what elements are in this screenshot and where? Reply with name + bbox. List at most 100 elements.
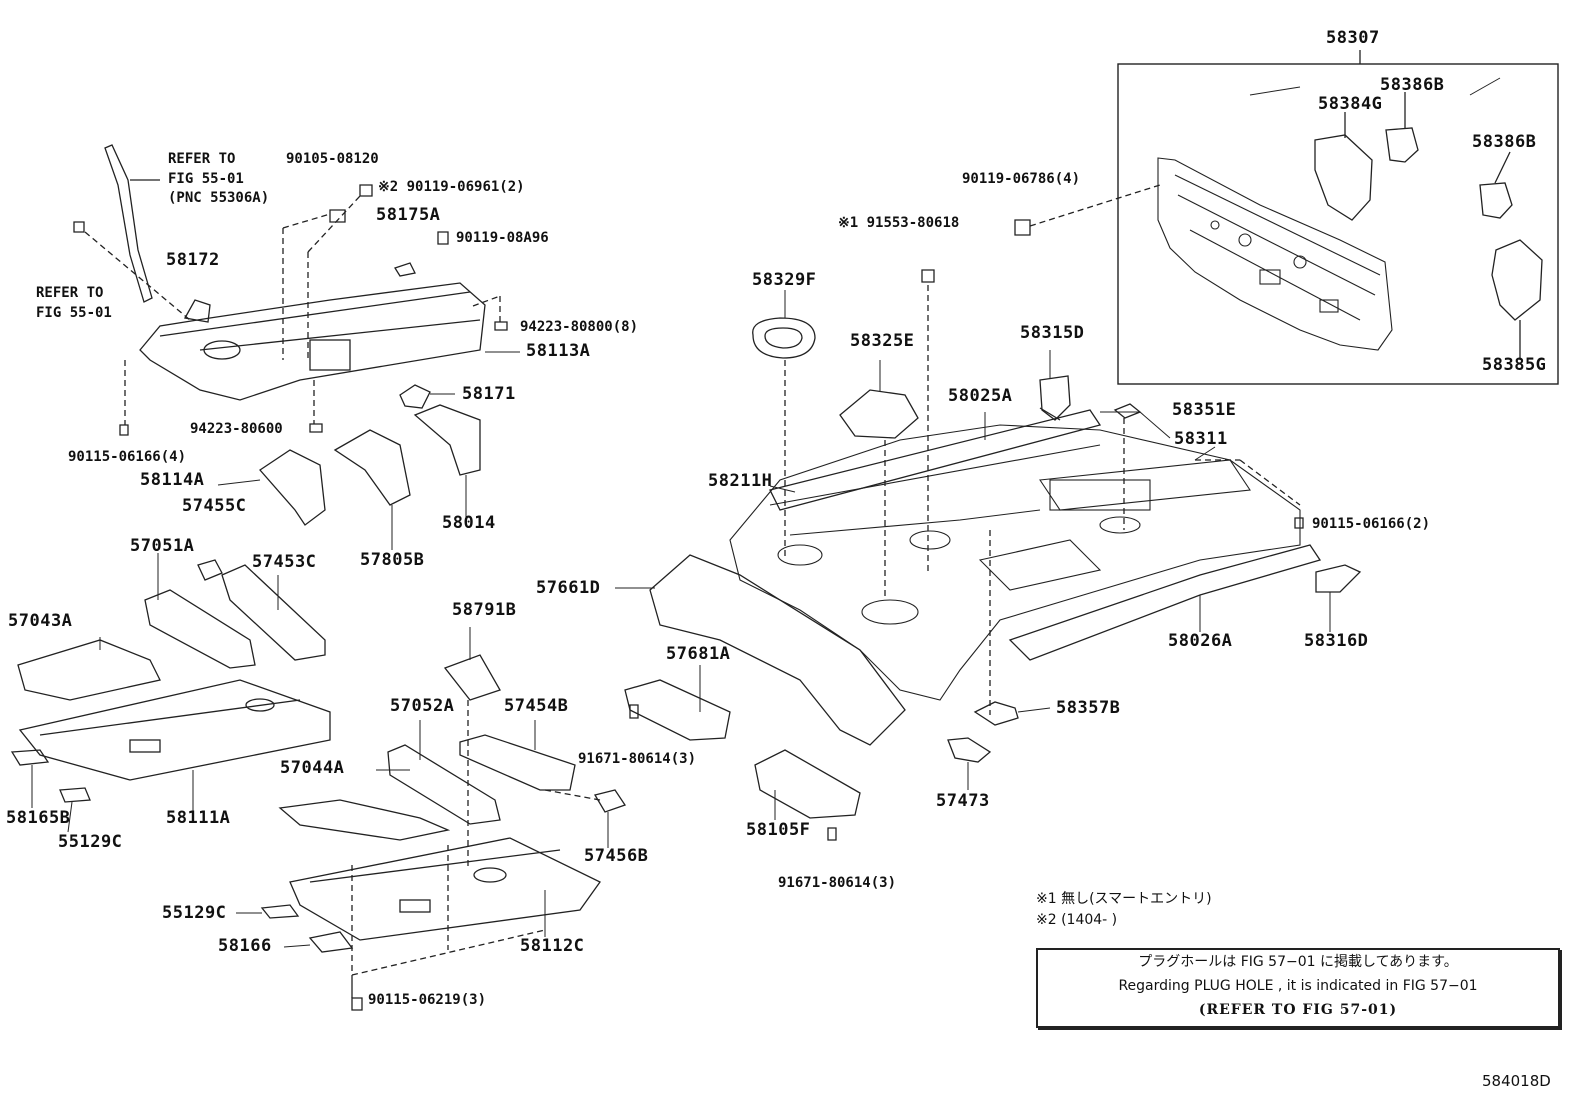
label-58172: 58172 bbox=[166, 250, 220, 270]
side-member-57661d-shape bbox=[649, 554, 906, 746]
label-57044a: 57044A bbox=[280, 758, 345, 778]
bracket-58171-shape bbox=[399, 384, 431, 409]
label-58329f: 58329F bbox=[752, 270, 817, 290]
label-58026a: 58026A bbox=[1168, 631, 1233, 651]
label-90119-06786: 90119-06786(4) bbox=[962, 171, 1081, 187]
info-line-en: Regarding PLUG HOLE , it is indicated in… bbox=[1118, 978, 1478, 994]
label-58014: 58014 bbox=[442, 513, 496, 533]
label-58791b: 58791B bbox=[452, 600, 517, 620]
refer-to-fig-55-01-pnc: REFER TO FIG 55-01 (PNC 55306A) bbox=[168, 151, 270, 207]
label-58175a: 58175A bbox=[376, 205, 441, 225]
clip-58351e-shape bbox=[1113, 403, 1142, 419]
bracket-58316d-shape bbox=[1315, 564, 1362, 593]
label-55129c-a: 55129C bbox=[58, 832, 123, 852]
member-57044a-shape bbox=[278, 799, 451, 841]
plug-hole-info-box: プラグホールは FIG 57−01 に掲載してあります。 Regarding P… bbox=[1036, 948, 1560, 1028]
figure-id: 584018D bbox=[1482, 1072, 1551, 1090]
label-55129c-b: 55129C bbox=[162, 903, 227, 923]
label-58357b: 58357B bbox=[1056, 698, 1121, 718]
note-2: ※2 (1404- ) bbox=[1036, 912, 1118, 928]
label-57473: 57473 bbox=[936, 791, 990, 811]
rear-crossmember-58113a-shape bbox=[139, 282, 486, 401]
hole-cover-58329f-shape bbox=[752, 317, 816, 359]
label-57661d: 57661D bbox=[536, 578, 601, 598]
bracket-58384g-shape bbox=[1314, 134, 1373, 221]
member-57453c-shape bbox=[221, 564, 326, 661]
rest-58165b-shape bbox=[10, 749, 50, 766]
note-1: ※1 無し(スマートエントリ) bbox=[1036, 891, 1212, 907]
label-58171: 58171 bbox=[462, 384, 516, 404]
pillar-ref-shape bbox=[104, 144, 153, 303]
label-58385g: 58385G bbox=[1482, 355, 1547, 375]
bracket-57473-shape bbox=[947, 737, 992, 763]
member-58026a-shape bbox=[1008, 544, 1322, 661]
info-line-refer: (REFER TO FIG 57-01) bbox=[1198, 1002, 1398, 1018]
bracket-58172-shape bbox=[183, 299, 211, 323]
label-90115-06219: 90115-06219(3) bbox=[368, 992, 487, 1008]
label-58325e: 58325E bbox=[850, 331, 915, 351]
label-91671-80614-a: 91671-80614(3) bbox=[578, 751, 697, 767]
bracket-57805b-shape bbox=[333, 429, 411, 506]
bracket-58386b-b-shape bbox=[1479, 182, 1513, 219]
label-58105f: 58105F bbox=[746, 820, 811, 840]
label-58316d: 58316D bbox=[1304, 631, 1369, 651]
label-58351e: 58351E bbox=[1172, 400, 1237, 420]
member-57454b-shape bbox=[459, 734, 576, 791]
bracket-58105f-shape bbox=[754, 749, 861, 819]
bracket-58791b-shape bbox=[443, 654, 501, 701]
label-58384g: 58384G bbox=[1318, 94, 1383, 114]
bracket-57681a-shape bbox=[624, 679, 731, 741]
label-57681a: 57681A bbox=[666, 644, 731, 664]
label-90115-06166-2: 90115-06166(2) bbox=[1312, 516, 1431, 532]
label-58307: 58307 bbox=[1326, 28, 1380, 48]
label-58386b-b: 58386B bbox=[1472, 132, 1537, 152]
plug-58325e-shape bbox=[839, 389, 919, 439]
rear-panel-group-box bbox=[1117, 63, 1559, 385]
label-58165b: 58165B bbox=[6, 808, 71, 828]
label-57043a: 57043A bbox=[8, 611, 73, 631]
rest-55129c-a-shape bbox=[59, 787, 91, 803]
label-94223-80600: 94223-80600 bbox=[190, 421, 283, 437]
label-57456b: 57456B bbox=[584, 846, 649, 866]
label-90119-08a96: 90119-08A96 bbox=[456, 230, 549, 246]
center-floor-pan-shape bbox=[729, 424, 1301, 701]
rest-58166-shape bbox=[308, 931, 354, 953]
label-58315d: 58315D bbox=[1020, 323, 1085, 343]
front-floor-58111a-shape bbox=[18, 679, 331, 781]
label-90115-06166-4: 90115-06166(4) bbox=[68, 449, 187, 465]
label-57454b: 57454B bbox=[504, 696, 569, 716]
label-58386b-a: 58386B bbox=[1380, 75, 1445, 95]
member-57052a-shape bbox=[387, 744, 501, 825]
label-90119-06961: ※2 90119-06961(2) bbox=[378, 179, 525, 195]
bracket-57455c-shape bbox=[197, 559, 223, 581]
label-91671-80614-b: 91671-80614(3) bbox=[778, 875, 897, 891]
bracket-58315d-shape bbox=[1039, 375, 1071, 421]
bracket-58385g-shape bbox=[1491, 239, 1543, 321]
label-58211h: 58211H bbox=[708, 471, 773, 491]
label-58112c: 58112C bbox=[520, 936, 585, 956]
plate-58357b-shape bbox=[973, 701, 1019, 726]
bracket-57456b-shape bbox=[593, 789, 627, 813]
rest-55129c-b-shape bbox=[260, 904, 300, 919]
floor-58112c-shape bbox=[289, 837, 601, 941]
rear-floor-panel-shape bbox=[1157, 157, 1393, 351]
refer-to-fig-55-01: REFER TO FIG 55-01 bbox=[36, 285, 112, 321]
label-57453c: 57453C bbox=[252, 552, 317, 572]
bracket-58386b-a-shape bbox=[1385, 127, 1419, 163]
label-57052a: 57052A bbox=[390, 696, 455, 716]
label-58114a: 58114A bbox=[140, 470, 205, 490]
plate-58175a-shape bbox=[394, 262, 416, 277]
label-58311: 58311 bbox=[1174, 429, 1228, 449]
label-58166: 58166 bbox=[218, 936, 272, 956]
label-91553-80618: ※1 91553-80618 bbox=[838, 215, 960, 231]
label-58111a: 58111A bbox=[166, 808, 231, 828]
cross-member-58025a-shape bbox=[769, 409, 1102, 511]
bracket-58114a-shape bbox=[259, 449, 326, 526]
info-line-jp: プラグホールは FIG 57−01 に掲載してあります。 bbox=[1138, 954, 1458, 970]
label-57051a: 57051A bbox=[130, 536, 195, 556]
label-57805b: 57805B bbox=[360, 550, 425, 570]
label-90105-08120: 90105-08120 bbox=[286, 151, 379, 167]
leader-lines bbox=[31, 77, 1501, 948]
label-94223-80800: 94223-80800(8) bbox=[520, 319, 639, 335]
